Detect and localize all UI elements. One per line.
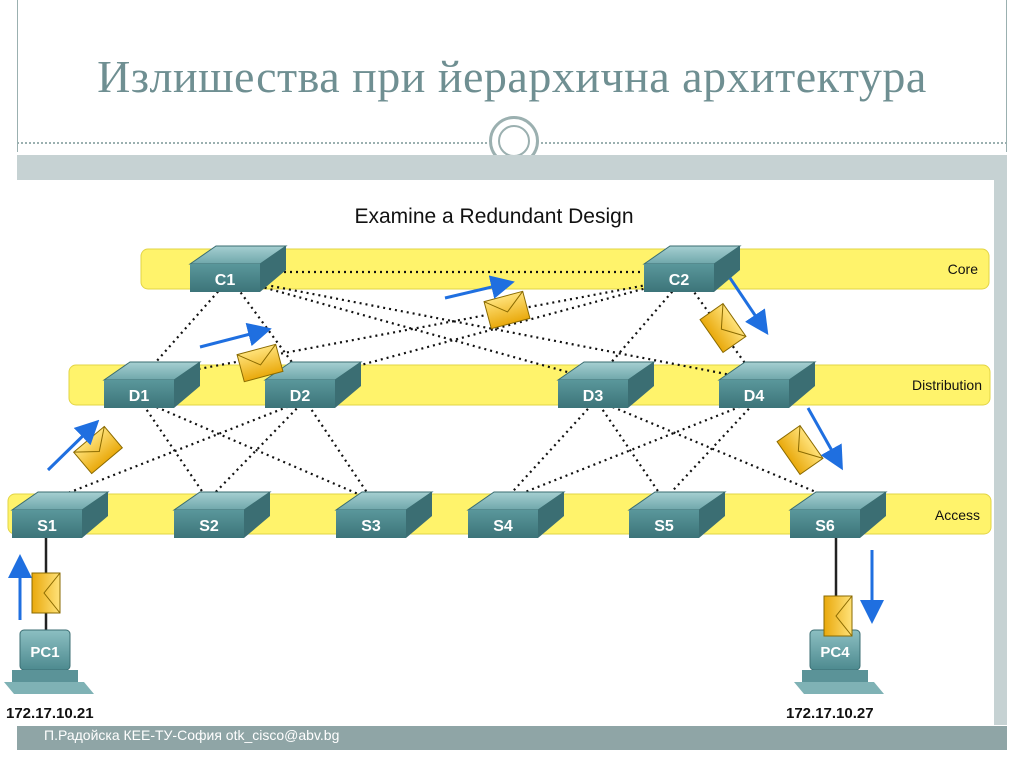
pc4-ip: 172.17.10.27 bbox=[786, 705, 874, 722]
link-d1-s3 bbox=[139, 398, 373, 502]
switch-d4[interactable]: D4 bbox=[717, 361, 817, 408]
arrow-icon bbox=[199, 322, 272, 349]
traffic-envelopes bbox=[31, 290, 853, 637]
link-d3-s4 bbox=[504, 399, 597, 501]
switch-s6[interactable]: S6 bbox=[788, 491, 888, 538]
switch-s1-label: S1 bbox=[37, 518, 57, 535]
slide-title: Излишества при йерархична архитектура bbox=[97, 51, 927, 102]
switch-d4-label: D4 bbox=[744, 388, 765, 405]
arrow-icon bbox=[46, 419, 100, 472]
switch-d3[interactable]: D3 bbox=[556, 361, 656, 408]
envelope-icon bbox=[236, 343, 284, 383]
arrow-icon bbox=[728, 277, 769, 335]
network-diagram: Examine a Redundant Design Core Distribu… bbox=[4, 205, 992, 722]
pc1-label: PC1 bbox=[30, 644, 59, 661]
core-layer-label: Core bbox=[948, 261, 979, 277]
content-band-top bbox=[17, 155, 1007, 180]
switch-c1[interactable]: C1 bbox=[188, 245, 288, 292]
frame-right-border bbox=[1006, 0, 1007, 152]
envelope-icon bbox=[776, 424, 824, 476]
envelope-icon bbox=[72, 425, 124, 475]
arrow-icon bbox=[806, 407, 843, 471]
distribution-layer-label: Distribution bbox=[912, 377, 982, 393]
link-d3-s6 bbox=[595, 398, 836, 502]
core-layer-band bbox=[140, 248, 990, 290]
switch-s2-label: S2 bbox=[199, 518, 219, 535]
redundant-links bbox=[49, 270, 836, 502]
pc4[interactable]: PC4 bbox=[794, 629, 884, 694]
envelope-icon bbox=[699, 302, 747, 354]
switch-s6-label: S6 bbox=[815, 518, 835, 535]
pc4-label: PC4 bbox=[820, 644, 850, 661]
envelope-icon bbox=[483, 290, 531, 330]
switch-s4[interactable]: S4 bbox=[466, 491, 566, 538]
switch-s5[interactable]: S5 bbox=[627, 491, 727, 538]
switch-s1[interactable]: S1 bbox=[10, 491, 110, 538]
link-d4-s5 bbox=[663, 399, 758, 501]
title-rule-left bbox=[17, 142, 487, 144]
switch-c2[interactable]: C2 bbox=[642, 245, 742, 292]
link-d2-s3 bbox=[304, 399, 373, 501]
switch-d3-label: D3 bbox=[583, 388, 604, 405]
switch-s5-label: S5 bbox=[654, 518, 674, 535]
link-c2-d1 bbox=[139, 276, 685, 382]
envelope-icon bbox=[31, 572, 61, 614]
access-layer-label: Access bbox=[935, 507, 980, 523]
envelope-icon bbox=[823, 595, 853, 637]
footer-bar bbox=[17, 726, 1007, 750]
link-d3-s5 bbox=[595, 399, 665, 501]
distribution-layer-band bbox=[68, 364, 991, 406]
switch-d1[interactable]: D1 bbox=[102, 361, 202, 408]
title-rule-right bbox=[541, 142, 1007, 144]
content-band-right bbox=[994, 180, 1007, 725]
switch-s4-label: S4 bbox=[493, 518, 513, 535]
switch-s3-label: S3 bbox=[361, 518, 381, 535]
frame-left-border bbox=[17, 0, 18, 152]
switch-c1-label: C1 bbox=[215, 272, 236, 289]
switch-d2[interactable]: D2 bbox=[263, 361, 363, 408]
switch-d1-label: D1 bbox=[129, 388, 150, 405]
switch-c2-label: C2 bbox=[669, 272, 690, 289]
arrow-icon bbox=[444, 275, 515, 300]
switch-s3[interactable]: S3 bbox=[334, 491, 434, 538]
pc1-ip: 172.17.10.21 bbox=[6, 705, 94, 722]
link-d1-s2 bbox=[139, 399, 209, 501]
link-c2-d3 bbox=[595, 277, 685, 381]
switch-d2-label: D2 bbox=[290, 388, 311, 405]
diagram-title: Examine a Redundant Design bbox=[354, 205, 633, 228]
switch-s2[interactable]: S2 bbox=[172, 491, 272, 538]
pc-uplinks bbox=[44, 536, 838, 632]
link-d2-s1 bbox=[49, 398, 306, 502]
pc1[interactable]: PC1 bbox=[4, 629, 94, 694]
traffic-arrows bbox=[7, 275, 884, 624]
footer-text: П.Радойска КЕЕ-ТУ-София otk_cisco@abv.bg bbox=[44, 727, 340, 743]
